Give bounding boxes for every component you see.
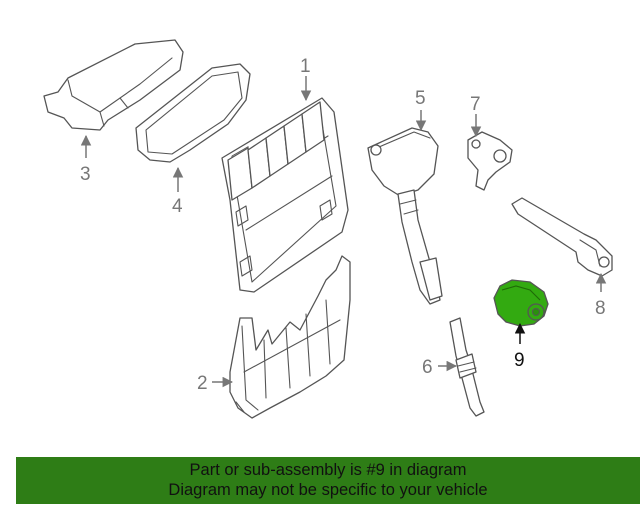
callout-1: 1 — [300, 56, 311, 77]
part-2-bracket — [229, 255, 351, 419]
callout-5: 5 — [415, 88, 426, 109]
callout-2: 2 — [197, 373, 208, 394]
callout-3: 3 — [80, 164, 91, 185]
part-1-ecm — [221, 97, 349, 293]
callout-7: 7 — [470, 94, 481, 115]
part-5-ignition-coil — [367, 127, 443, 305]
info-banner: Part or sub-assembly is #9 in diagram Di… — [16, 457, 640, 504]
part-9-highlighted — [493, 279, 549, 327]
part-7-sensor — [467, 131, 513, 191]
callout-9: 9 — [514, 350, 525, 371]
callout-6: 6 — [422, 357, 433, 378]
part-8-probe — [511, 197, 613, 277]
banner-line-1: Part or sub-assembly is #9 in diagram — [189, 461, 467, 479]
part-4-tray — [135, 63, 251, 163]
callout-8: 8 — [595, 298, 606, 319]
parts-diagram: 1 2 3 4 5 6 7 8 9 — [43, 39, 613, 419]
part-6-spark-plug — [449, 317, 485, 417]
part-3-cover — [43, 39, 184, 131]
banner-line-2: Diagram may not be specific to your vehi… — [168, 481, 488, 499]
callout-4: 4 — [172, 196, 183, 217]
